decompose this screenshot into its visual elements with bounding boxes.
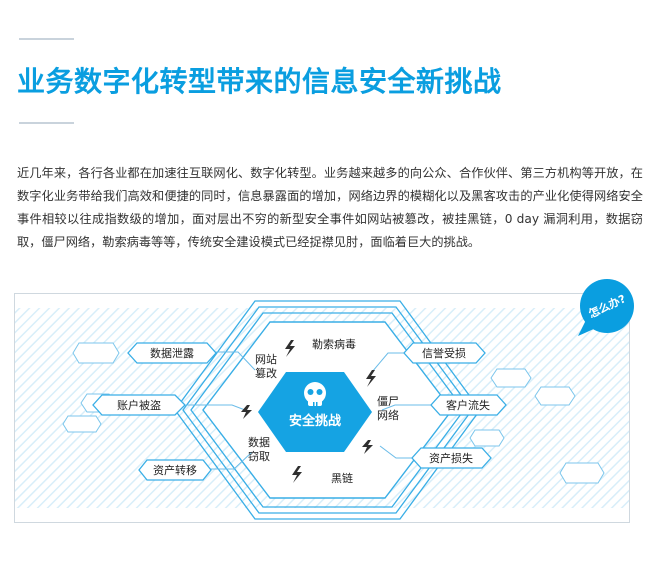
box-account-stolen: 账户被盗 xyxy=(92,394,186,416)
lightning-icon xyxy=(241,405,252,419)
threat-black-link: 黑链 xyxy=(331,471,353,485)
threat-website-tamper-line1: 网站 xyxy=(255,352,277,366)
question-badge: 怎么办? xyxy=(578,279,634,336)
box-data-leak: 数据泄露 xyxy=(127,342,217,364)
box-account-stolen-label: 账户被盗 xyxy=(117,398,161,412)
center-label: 安全挑战 xyxy=(289,413,341,429)
box-reputation-damage-label: 信誉受损 xyxy=(422,346,466,360)
threat-data-theft-line2: 窃取 xyxy=(248,449,270,463)
lightning-icon xyxy=(285,340,295,357)
intro-paragraph: 近几年来，各行各业都在加速往互联网化、数字化转型。业务越来越多的向公众、合作伙伴… xyxy=(17,166,643,249)
threat-data-theft-line1: 数据 xyxy=(248,435,270,449)
page-title: 业务数字化转型带来的信息安全新挑战 xyxy=(17,65,502,98)
threat-website-tamper-line2: 篡改 xyxy=(255,366,277,380)
box-customer-loss-label: 客户流失 xyxy=(446,398,490,412)
center-hexagon xyxy=(258,372,372,452)
lightning-icon xyxy=(362,440,373,454)
box-asset-loss-label: 资产损失 xyxy=(429,451,473,465)
box-asset-transfer: 资产转移 xyxy=(138,459,212,481)
box-reputation-damage: 信誉受损 xyxy=(403,342,486,364)
top-divider xyxy=(19,38,74,40)
lightning-icon xyxy=(292,466,302,483)
right-connectors xyxy=(371,352,432,459)
threat-botnet-line2: 网络 xyxy=(377,408,399,422)
bottom-divider xyxy=(19,122,74,124)
left-connectors xyxy=(186,351,256,470)
skull-icon xyxy=(304,382,326,406)
lightning-icons xyxy=(241,340,376,483)
box-asset-transfer-label: 资产转移 xyxy=(153,463,197,477)
box-asset-loss: 资产损失 xyxy=(411,447,492,469)
lightning-icon xyxy=(366,370,376,387)
box-customer-loss: 客户流失 xyxy=(430,394,507,416)
box-data-leak-label: 数据泄露 xyxy=(150,346,194,360)
threat-ransomware: 勒索病毒 xyxy=(312,337,356,351)
threat-botnet-line1: 僵尸 xyxy=(377,395,399,408)
